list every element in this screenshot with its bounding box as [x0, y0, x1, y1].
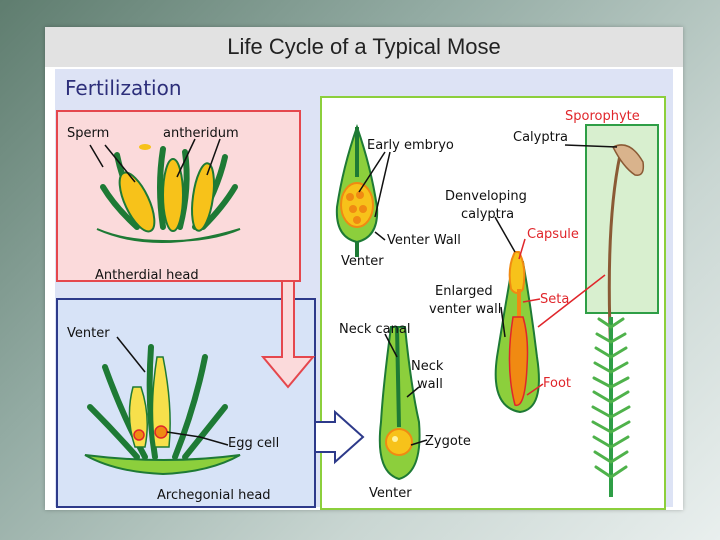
enlarged-venter-wall-leader: [500, 306, 506, 338]
developing-calyptra-label-1: Denveloping: [445, 189, 527, 204]
enlarged-venter-wall-label-1: Enlarged: [435, 284, 493, 299]
zygote-stage-drawing: [378, 326, 421, 481]
archegonial-head-label: Archegonial head: [157, 488, 271, 503]
sperm-label: Sperm: [67, 126, 109, 141]
egg-cell-leader: [166, 431, 229, 446]
venter-left-leader: [116, 336, 146, 373]
venter-bottom-label: Venter: [369, 486, 412, 501]
archegonial-head-drawing: [84, 344, 241, 476]
neck-canal-label: Neck canal: [339, 322, 410, 337]
sperm-leader: [89, 144, 136, 183]
antheridum-leader: [176, 138, 221, 178]
seta-leader: [522, 298, 541, 303]
section-heading: Fertilization: [65, 76, 182, 100]
antherdial-head-label: Antherdial head: [95, 268, 199, 283]
venter-wall-label: Venter Wall: [387, 233, 461, 248]
zygote-leader: [410, 439, 428, 446]
capsule-leader: [518, 238, 526, 260]
foot-leader: [526, 383, 544, 396]
early-embryo-leader: [358, 151, 391, 218]
diagram: Fertilization Sperm antheri: [55, 69, 673, 510]
antheridium-panel: [56, 110, 301, 282]
zygote-label: Zygote: [425, 434, 471, 449]
sporophyte-label: Sporophyte: [565, 109, 640, 124]
calyptra-leader: [564, 144, 618, 148]
sporophyte-leader: [537, 274, 606, 328]
venter-wall-leader: [374, 231, 386, 241]
antheridial-head-drawing: [96, 144, 241, 243]
capsule-label: Capsule: [527, 227, 579, 242]
neck-wall-label-2: wall: [417, 377, 443, 392]
developing-sporophyte-drawing: [494, 251, 540, 414]
page-title: Life Cycle of a Typical Mose: [227, 34, 501, 59]
slide-frame: Life Cycle of a Typical Mose Fertilizati…: [45, 27, 683, 510]
neck-wall-leader: [406, 386, 420, 398]
developing-calyptra-leader: [494, 216, 516, 253]
seta-label: Seta: [540, 292, 569, 307]
foot-label: Foot: [543, 376, 571, 391]
egg-cell-label: Egg cell: [228, 436, 279, 451]
early-embryo-drawing: [335, 123, 379, 257]
title-bar: Life Cycle of a Typical Mose: [45, 27, 683, 67]
enlarged-venter-wall-label-2: venter wall: [429, 302, 501, 317]
early-embryo-label: Early embryo: [367, 138, 454, 153]
neck-wall-label-1: Neck: [411, 359, 444, 374]
antheridum-label: antheridum: [163, 126, 239, 141]
zygote-arrow: [314, 409, 365, 465]
fertilization-arrow: [260, 280, 316, 389]
calyptra-label: Calyptra: [513, 130, 568, 145]
mature-moss-drawing: [591, 144, 645, 497]
venter-top-label: Venter: [341, 254, 384, 269]
venter-left-label: Venter: [67, 326, 110, 341]
neck-canal-leader: [384, 333, 398, 358]
developing-calyptra-label-2: calyptra: [461, 207, 514, 222]
